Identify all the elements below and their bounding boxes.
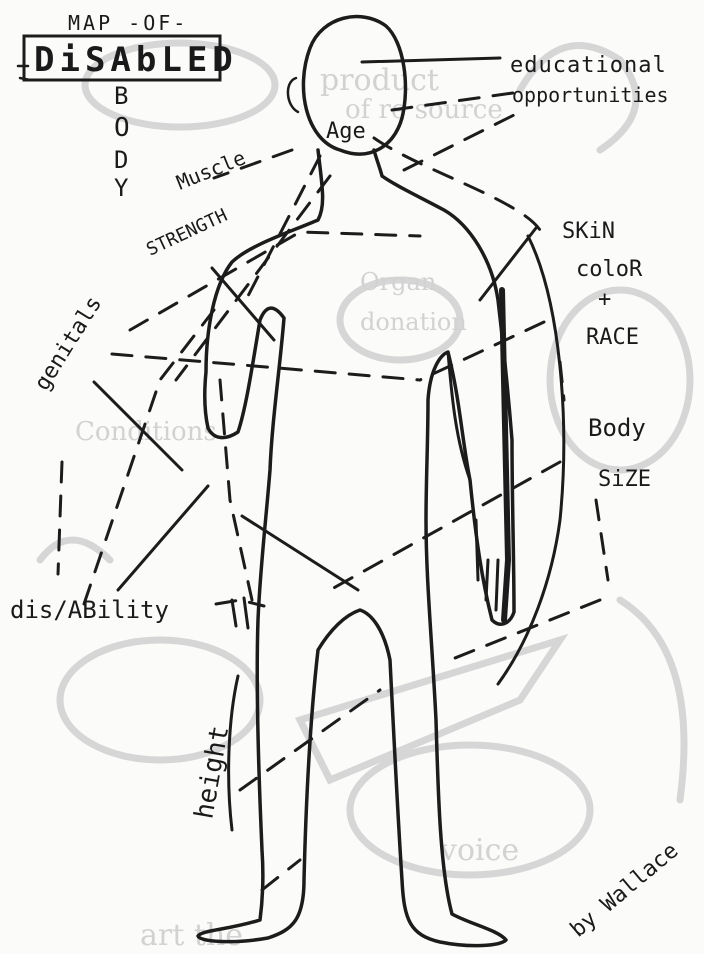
human-figure [198, 17, 514, 946]
title-letter-d: D [114, 146, 128, 174]
svg-text:product: product [320, 63, 439, 98]
size-dash-vertical [596, 500, 608, 580]
signature: by Wallace [566, 838, 684, 942]
label-race: RACE [586, 325, 639, 350]
background-ghost-sketch: product of re source Organ donation Cond… [40, 43, 690, 953]
label-disability: dis/ABility [10, 596, 169, 624]
label-genitals: genitals [30, 292, 107, 395]
label-plus: + [598, 287, 611, 312]
svg-text:Organ: Organ [360, 268, 436, 296]
ability-dash [216, 600, 264, 606]
age-dash-a [374, 138, 540, 230]
svg-text:of re source: of re source [345, 95, 503, 125]
label-strength: STRENGTH [143, 205, 230, 261]
label-body: Body [588, 414, 646, 442]
title-map-of: MAP -OF- [68, 11, 188, 35]
muscle-dash [176, 176, 330, 380]
svg-text:voice: voice [439, 833, 519, 868]
left-dash-vertical [58, 462, 62, 574]
figure-ear-left [288, 78, 298, 112]
label-muscle: Muscle [173, 145, 249, 194]
shoulder-dash [248, 156, 320, 296]
dis-ability-line-a [118, 486, 208, 590]
svg-text:art the: art the [140, 918, 243, 953]
label-educational: educational [510, 53, 667, 78]
leg-dash [220, 380, 252, 600]
title-letter-b: B [114, 82, 128, 110]
label-skin: SKiN [562, 219, 615, 244]
svg-text:donation: donation [360, 308, 467, 336]
title-disabled: DiSAbLED [34, 40, 238, 80]
foot-dash [262, 860, 300, 890]
pelvis-marks [232, 598, 248, 628]
label-opportunities: opportunities [512, 83, 669, 107]
body-size-dash [330, 462, 560, 590]
title-letter-y: Y [114, 174, 129, 202]
educational-line [362, 58, 500, 62]
label-size: SiZE [598, 467, 651, 492]
title-letter-o: O [114, 113, 130, 143]
label-age: Age [326, 119, 366, 144]
label-color: coloR [576, 257, 643, 282]
dashed-lines [58, 92, 608, 890]
